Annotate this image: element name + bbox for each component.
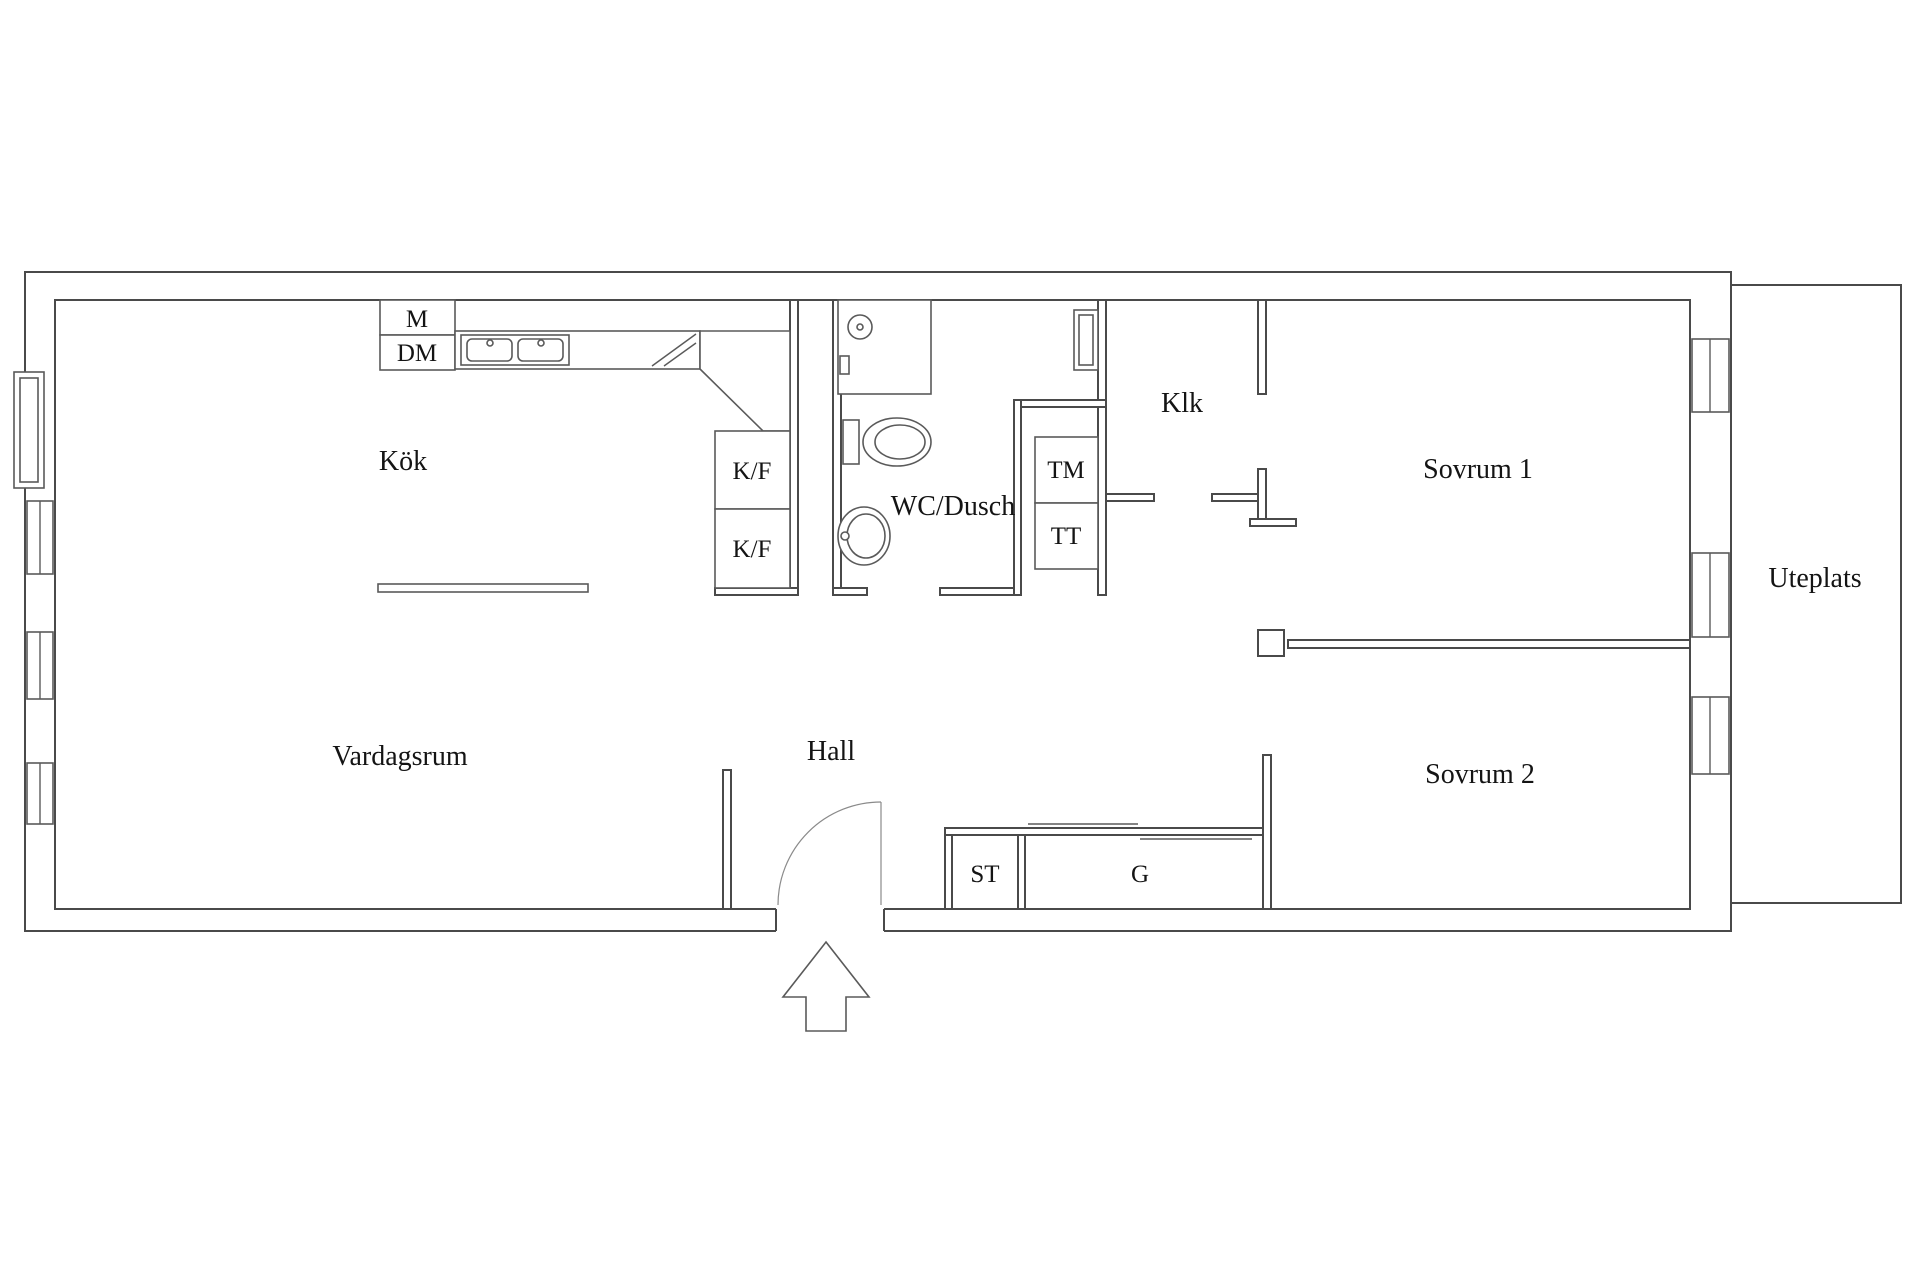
windows-right <box>1691 338 1730 775</box>
corner-cabinet-mark <box>651 333 697 367</box>
bathroom-fixtures <box>837 299 1099 570</box>
room-label-vardagsrum: Vardagsrum <box>332 741 468 772</box>
wall-klk-east-pillar <box>1257 468 1267 527</box>
labels: Kök Vardagsrum Hall WC/Dusch Klk Sovrum … <box>332 306 1861 888</box>
wall-sovrum1-south <box>1287 639 1691 649</box>
freezer-box <box>714 508 791 589</box>
fridge-box <box>714 430 791 510</box>
kitchen-corner-counter <box>699 330 791 432</box>
room-label-sovrum2: Sovrum 2 <box>1425 759 1535 790</box>
toilet-icon <box>842 417 932 467</box>
kitchen-sink-icon <box>460 334 570 366</box>
sink-basin-right <box>517 338 564 362</box>
microwave-box <box>379 299 456 336</box>
window-icon <box>1691 696 1730 775</box>
wall-closet-west <box>944 834 953 910</box>
appliance-label-kf-top: K/F <box>733 458 772 485</box>
kitchen-fixtures <box>377 299 791 593</box>
sink-basin-left <box>466 338 513 362</box>
wall-klk-south-a <box>1105 493 1155 502</box>
shower-icon <box>837 299 932 395</box>
window-icon <box>26 762 54 825</box>
wall-hall-stub <box>722 769 732 910</box>
basin-faucet <box>840 531 850 541</box>
room-label-sovrum1: Sovrum 1 <box>1423 454 1533 485</box>
interior-walls <box>714 299 1691 910</box>
appliance-label-tt: TT <box>1051 523 1082 550</box>
window-icon <box>1691 338 1730 413</box>
window-icon <box>26 500 54 575</box>
wall-bath-east <box>1097 299 1107 596</box>
wall-sovrum2-west <box>1262 754 1272 910</box>
room-label-kok: Kök <box>379 446 427 477</box>
appliance-label-m: M <box>406 306 428 333</box>
entrance-opening <box>776 904 884 934</box>
wall-sovrum1-pillar <box>1257 629 1285 657</box>
sink-faucet <box>486 339 494 347</box>
duct-inner <box>1078 314 1094 366</box>
shower-tray <box>837 299 932 395</box>
kitchen-island-counter <box>377 583 589 593</box>
washbasin-icon <box>837 506 891 566</box>
wall-closet-north <box>944 827 1264 836</box>
wall-kitchen-south-stub <box>714 587 799 596</box>
wall-bath-south-b <box>939 587 1015 596</box>
window-icon <box>1691 552 1730 638</box>
appliance-label-tm: TM <box>1047 457 1085 484</box>
storage-label-st: ST <box>970 861 999 888</box>
toilet-bowl-inner <box>874 424 926 460</box>
appliance-label-dm: DM <box>397 340 437 367</box>
toilet-tank <box>842 419 860 465</box>
entrance-arrow-icon <box>781 940 871 1032</box>
dryer-box <box>1034 502 1099 570</box>
shower-drain-dot <box>856 323 864 331</box>
wall-closet-divider <box>1017 834 1026 910</box>
storage-label-g: G <box>1131 861 1149 888</box>
window-bay-inner <box>19 377 39 483</box>
room-label-wc-dusch: WC/Dusch <box>891 491 1015 522</box>
wall-klk-east-upper <box>1257 299 1267 395</box>
window-bay-icon <box>13 371 54 489</box>
sink-faucet <box>537 339 545 347</box>
wall-klk-crossbar <box>1249 518 1297 527</box>
shower-mixer <box>839 355 850 375</box>
washing-machine-box <box>1034 436 1099 504</box>
room-label-klk: Klk <box>1161 388 1203 419</box>
room-label-hall: Hall <box>807 736 855 767</box>
dishwasher-box <box>379 334 456 371</box>
appliance-label-kf-bottom: K/F <box>733 536 772 563</box>
duct-icon <box>1073 309 1099 371</box>
wall-kitchen-east <box>789 299 799 596</box>
entrance <box>775 801 885 1032</box>
basin-inner <box>846 513 886 559</box>
windows-left <box>13 371 54 825</box>
wall-laundry-north <box>1020 399 1107 408</box>
corner-cabinet-mark <box>663 342 697 367</box>
room-label-uteplats: Uteplats <box>1768 563 1861 594</box>
wall-bath-south-a <box>832 587 868 596</box>
wall-klk-south-b <box>1211 493 1259 502</box>
window-icon <box>26 631 54 700</box>
wall-laundry-west <box>1013 399 1022 596</box>
entrance-door-swing <box>777 801 882 906</box>
uteplats-outline <box>1730 284 1902 904</box>
